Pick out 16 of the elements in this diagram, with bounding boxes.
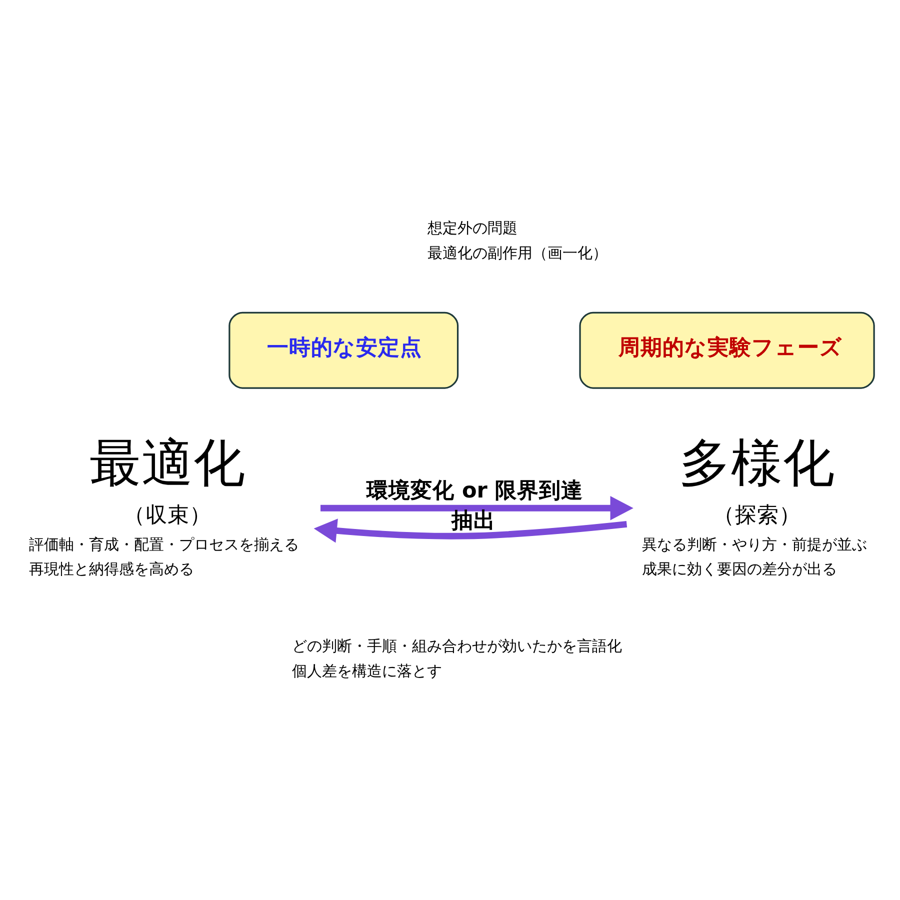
node-box: 一時的な安定点 bbox=[228, 311, 458, 388]
label: 個人差を構造に落とす bbox=[291, 661, 442, 680]
edge-label: 環境変化 or 限界到達 bbox=[366, 478, 582, 503]
edge-label: 抽出 bbox=[451, 508, 496, 534]
node-label: 評価軸・育成・配置・プロセスを揃える bbox=[28, 534, 299, 553]
node-label: 異なる判断・やり方・前提が並ぶ bbox=[641, 534, 866, 553]
node-text: 多様化 （探索） bbox=[678, 433, 835, 528]
label: どの判断・手順・組み合わせが効いたかを言語化 bbox=[291, 636, 622, 655]
node-label: 再現性と納得感を高める bbox=[28, 560, 194, 578]
node-box: 周期的な実験フェーズ bbox=[578, 311, 874, 388]
arrow bbox=[320, 496, 633, 520]
arrow bbox=[313, 518, 627, 542]
node-text: 最適化 （収束） bbox=[88, 433, 245, 528]
node-label: 成果に効く要因の差分が出る bbox=[641, 560, 836, 578]
label: 最適化の副作用（画一化） bbox=[427, 243, 608, 262]
label: 想定外の問題 bbox=[427, 218, 518, 237]
